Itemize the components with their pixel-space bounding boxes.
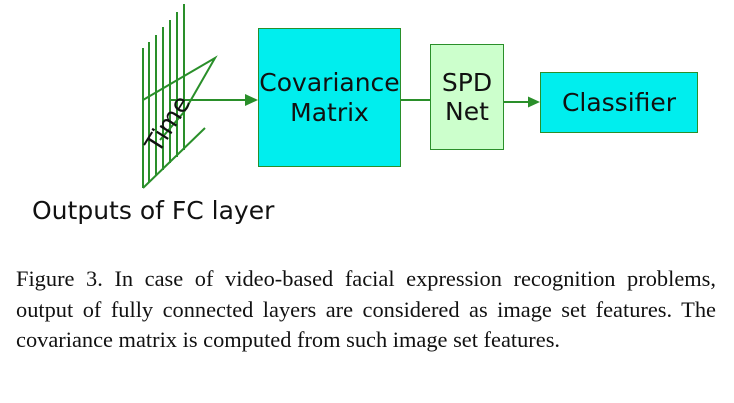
covariance-matrix-box: Covariance Matrix — [258, 28, 401, 167]
covariance-label-line2: Matrix — [290, 97, 369, 127]
arrow-fc-to-cov — [170, 94, 258, 106]
classifier-box: Classifier — [540, 72, 698, 133]
spd-label-line2: Net — [445, 97, 489, 126]
spd-net-box: SPD Net — [430, 44, 504, 150]
arrow-spd-to-classifier — [504, 96, 540, 108]
classifier-label: Classifier — [561, 87, 677, 117]
time-axis — [142, 127, 206, 189]
fc-zigzag — [142, 55, 218, 141]
figure-caption: Figure 3. In case of video-based facial … — [16, 266, 716, 352]
spd-label-line1: SPD — [441, 67, 493, 97]
covariance-label-line1: Covariance — [259, 68, 400, 97]
fc-outputs-label: Outputs of FC layer — [32, 196, 275, 225]
fc-output-frames — [142, 4, 218, 189]
diagram-graphics — [142, 4, 540, 189]
